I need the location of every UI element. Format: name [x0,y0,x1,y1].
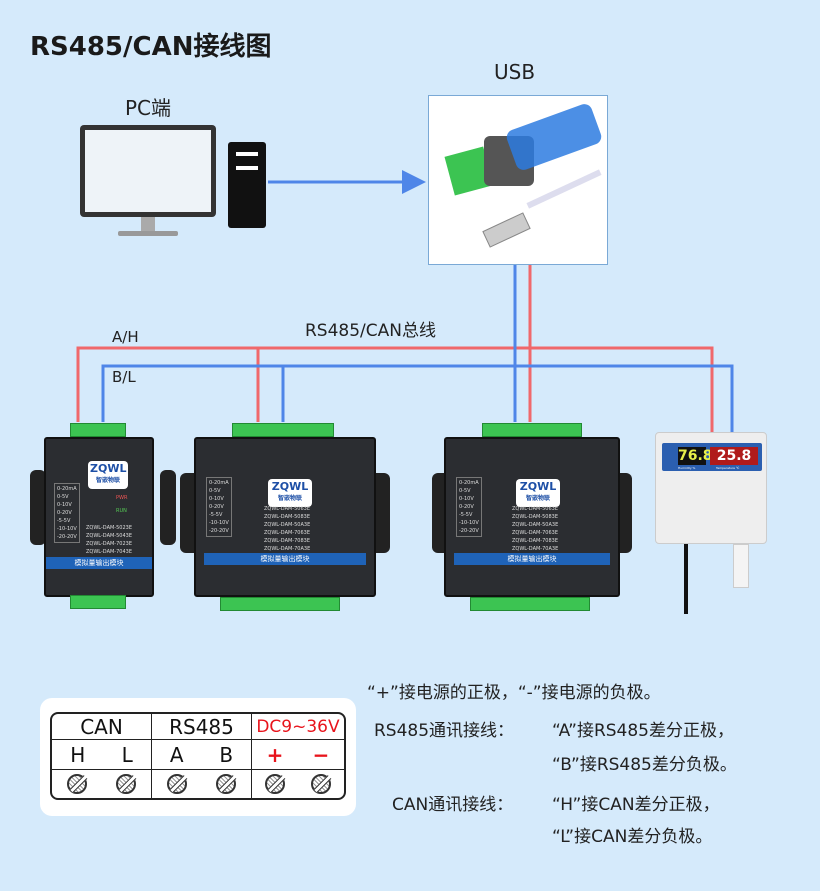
usb-label: USB [494,60,536,84]
pin-b: B [219,742,234,767]
pin-h: H [70,742,86,767]
pc-computer-icon [80,125,216,236]
range: 0-10V [459,496,474,502]
model: ZQWL-DAM-7023E [86,541,132,547]
range: 0-5V [459,488,471,494]
note-can-heading: CAN通讯接线： [392,795,514,815]
range: -20-20V [459,528,479,534]
humidity-display: 76.8 [678,447,713,465]
device-1-mount-ears [30,470,176,545]
note-rs485-a: “A”接RS485差分正极， [552,721,735,741]
screw-icon [265,774,285,794]
model: ZQWL-DAM-5063E [512,506,558,512]
model: ZQWL-DAM-5063E [264,506,310,512]
model: ZQWL-DAM-50A3E [512,522,559,528]
model: ZQWL-DAM-7083E [512,538,558,544]
range: -5-5V [459,512,473,518]
sensor-cable [684,544,688,614]
logo-sub: 智嵌物联 [95,477,120,484]
range: 0-5V [209,488,221,494]
temperature-display: 25.8 [710,447,758,465]
model: ZQWL-DAM-5083E [264,514,310,520]
a-h-label: A/H [112,328,139,346]
note-rs485-heading: RS485通讯接线： [374,721,515,741]
terminal-legend: CAN RS485 DC9~36V H L A B + − [40,698,356,816]
bus-label: RS485/CAN总线 [305,321,436,341]
module-banner: 模拟量输出模块 [204,553,366,565]
device-1-top-terminal [70,423,126,437]
logo-sub: 智嵌物联 [277,495,302,502]
page-title: RS485/CAN接线图 [30,32,272,62]
note-can-l: “L”接CAN差分负极。 [552,827,713,847]
range: 0-20V [57,510,72,516]
range: 0-20mA [209,480,229,486]
group-rs485: RS485 [152,714,252,740]
logo: ZQWL [90,462,127,475]
usb-converter-image [428,95,608,265]
device-1-bottom-terminal [70,595,126,609]
model: ZQWL-DAM-7083E [264,538,310,544]
device-1-analog-output-module: ZQWL 智嵌物联 0-20mA 0-5V 0-10V 0-20V -5-5V -10-10… [44,437,154,597]
module-banner: 模拟量输出模块 [46,557,152,569]
model: ZQWL-DAM-70A3E [264,546,311,552]
logo-sub: 智嵌物联 [525,495,550,502]
logo: ZQWL [519,480,557,493]
range: -20-20V [209,528,229,534]
range: 0-20V [209,504,224,510]
model: ZQWL-DAM-7043E [86,549,132,555]
model: ZQWL-DAM-5043E [86,533,132,539]
temp-humidity-sensor: 76.8 25.8 Humidity % Temperature ℃ [655,432,767,544]
screw-icon [166,774,187,794]
note-rs485-b: “B”接RS485差分负极。 [552,755,737,775]
b-l-label: B/L [112,368,136,386]
humidity-label: Humidity % [678,466,696,470]
screw-icon [66,774,87,794]
wire-a-h [76,265,714,435]
range: 0-10V [209,496,224,502]
pwr-led-label: PWR [116,495,128,501]
wire-b-l [101,265,734,435]
model: ZQWL-DAM-7063E [264,530,310,536]
logo: ZQWL [271,480,309,493]
range: 0-10V [57,502,72,508]
pin-plus: + [266,742,284,767]
pin-minus: − [312,742,330,767]
screw-icon [311,774,331,794]
model: ZQWL-DAM-5083E [512,514,558,520]
screw-icon [216,774,237,794]
screw-icon [116,774,137,794]
range: 0-5V [57,494,69,500]
pc-label: PC端 [125,96,172,120]
range: -10-10V [209,520,229,526]
model: ZQWL-DAM-50A3E [264,522,311,528]
pin-l: L [121,742,133,767]
note-power: “+”接电源的正极，“-”接电源的负极。 [367,683,661,703]
sensor-probe [733,544,749,588]
group-power: DC9~36V [252,714,344,740]
range: -20-20V [57,534,77,540]
run-led-label: RUN [116,508,127,514]
range: 0-20mA [459,480,479,486]
model: ZQWL-DAM-70A3E [512,546,559,552]
note-can-h: “H”接CAN差分正极， [552,795,720,815]
range: -5-5V [209,512,223,518]
model: ZQWL-DAM-7063E [512,530,558,536]
range: -10-10V [459,520,479,526]
pc-tower-icon [228,142,266,228]
range: -5-5V [57,518,71,524]
module-banner: 模拟量输出模块 [454,553,610,565]
temperature-label: Temperature ℃ [716,466,740,470]
range: 0-20mA [57,486,77,492]
range: 0-20V [459,504,474,510]
model: ZQWL-DAM-5023E [86,525,132,531]
group-can: CAN [52,714,152,740]
range: -10-10V [57,526,77,532]
pin-a: A [169,742,184,767]
